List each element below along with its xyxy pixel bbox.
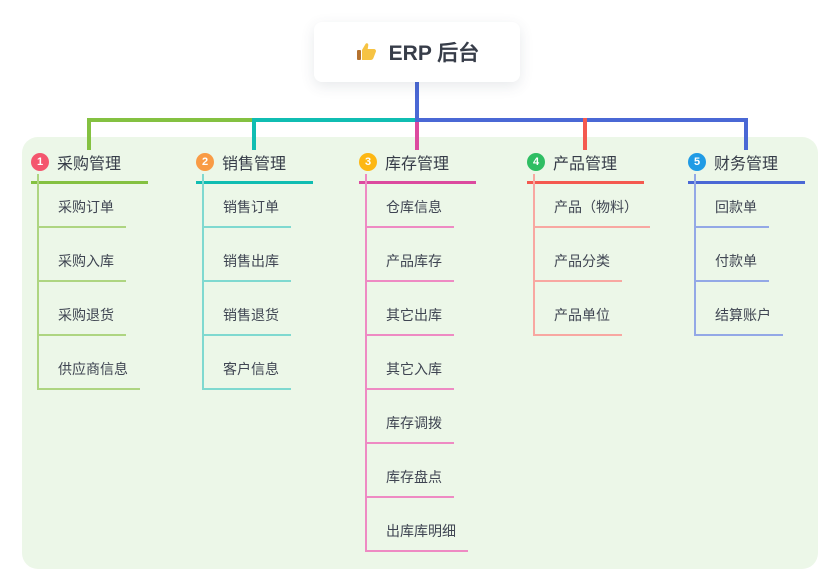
- child-node[interactable]: 采购退货: [37, 305, 126, 336]
- child-node[interactable]: 供应商信息: [37, 359, 140, 390]
- child-node[interactable]: 产品单位: [533, 305, 622, 336]
- child-row: 采购退货: [37, 282, 197, 336]
- child-row: 销售出库: [202, 228, 362, 282]
- child-node[interactable]: 产品库存: [365, 251, 454, 282]
- branch-node-finance[interactable]: 5 财务管理: [688, 150, 805, 184]
- badge-3: 3: [359, 153, 377, 171]
- child-row: 其它入库: [365, 336, 525, 390]
- badge-2: 2: [196, 153, 214, 171]
- child-row: 仓库信息: [365, 174, 525, 228]
- child-row: 结算账户: [694, 282, 839, 336]
- child-row: 库存调拨: [365, 390, 525, 444]
- branch-label: 采购管理: [57, 156, 122, 173]
- child-node[interactable]: 采购入库: [37, 251, 126, 282]
- child-row: 客户信息: [202, 336, 362, 390]
- branch-child-line: [202, 174, 204, 390]
- child-row: 产品单位: [533, 282, 693, 336]
- child-row: 其它出库: [365, 282, 525, 336]
- child-node[interactable]: 销售出库: [202, 251, 291, 282]
- connector-drop-sales: [252, 118, 256, 150]
- branch-node-inventory[interactable]: 3 库存管理: [359, 150, 476, 184]
- branch-label: 财务管理: [714, 156, 779, 173]
- branch-child-line: [533, 174, 535, 336]
- child-node[interactable]: 采购订单: [37, 197, 126, 228]
- root-node-erp[interactable]: ERP 后台: [314, 22, 520, 82]
- branch-child-line: [694, 174, 696, 336]
- connector-drop-product: [583, 118, 587, 150]
- children-product: 产品（物料） 产品分类 产品单位: [533, 174, 693, 336]
- connector-drop-inventory: [415, 122, 419, 150]
- child-node[interactable]: 其它出库: [365, 305, 454, 336]
- child-node[interactable]: 出库库明细: [365, 521, 468, 552]
- child-row: 销售订单: [202, 174, 362, 228]
- badge-5: 5: [688, 153, 706, 171]
- child-node[interactable]: 销售订单: [202, 197, 291, 228]
- connector-root-drop: [415, 82, 419, 118]
- badge-4: 4: [527, 153, 545, 171]
- children-sales: 销售订单 销售出库 销售退货 客户信息: [202, 174, 362, 390]
- connector-bus-blue: [415, 118, 748, 122]
- children-purchase: 采购订单 采购入库 采购退货 供应商信息: [37, 174, 197, 390]
- child-row: 产品分类: [533, 228, 693, 282]
- children-finance: 回款单 付款单 结算账户: [694, 174, 839, 336]
- connector-bus-green: [87, 118, 255, 122]
- badge-1: 1: [31, 153, 49, 171]
- child-node[interactable]: 产品（物料）: [533, 197, 650, 228]
- child-node[interactable]: 客户信息: [202, 359, 291, 390]
- child-node[interactable]: 回款单: [694, 197, 769, 228]
- branch-label: 销售管理: [222, 156, 287, 173]
- child-node[interactable]: 仓库信息: [365, 197, 454, 228]
- child-row: 回款单: [694, 174, 839, 228]
- branch-node-product[interactable]: 4 产品管理: [527, 150, 644, 184]
- child-row: 库存盘点: [365, 444, 525, 498]
- child-node[interactable]: 库存调拨: [365, 413, 454, 444]
- child-node[interactable]: 结算账户: [694, 305, 783, 336]
- child-row: 付款单: [694, 228, 839, 282]
- connector-drop-purchase: [87, 118, 91, 150]
- child-node[interactable]: 付款单: [694, 251, 769, 282]
- branch-child-line: [365, 174, 367, 552]
- root-node-label: ERP 后台: [388, 42, 480, 65]
- child-node[interactable]: 其它入库: [365, 359, 454, 390]
- branch-label: 库存管理: [385, 156, 450, 173]
- connector-bus-teal: [252, 118, 419, 122]
- child-row: 产品（物料）: [533, 174, 693, 228]
- child-row: 采购入库: [37, 228, 197, 282]
- child-row: 供应商信息: [37, 336, 197, 390]
- thumbs-up-icon: [355, 40, 379, 64]
- child-node[interactable]: 库存盘点: [365, 467, 454, 498]
- branch-label: 产品管理: [553, 156, 618, 173]
- child-row: 出库库明细: [365, 498, 525, 552]
- child-row: 销售退货: [202, 282, 362, 336]
- child-node[interactable]: 销售退货: [202, 305, 291, 336]
- children-inventory: 仓库信息 产品库存 其它出库 其它入库 库存调拨 库存盘点 出库库明细: [365, 174, 525, 552]
- child-node[interactable]: 产品分类: [533, 251, 622, 282]
- branch-node-sales[interactable]: 2 销售管理: [196, 150, 313, 184]
- connector-drop-finance: [744, 118, 748, 150]
- child-row: 采购订单: [37, 174, 197, 228]
- child-row: 产品库存: [365, 228, 525, 282]
- branch-child-line: [37, 174, 39, 390]
- branch-node-purchase[interactable]: 1 采购管理: [31, 150, 148, 184]
